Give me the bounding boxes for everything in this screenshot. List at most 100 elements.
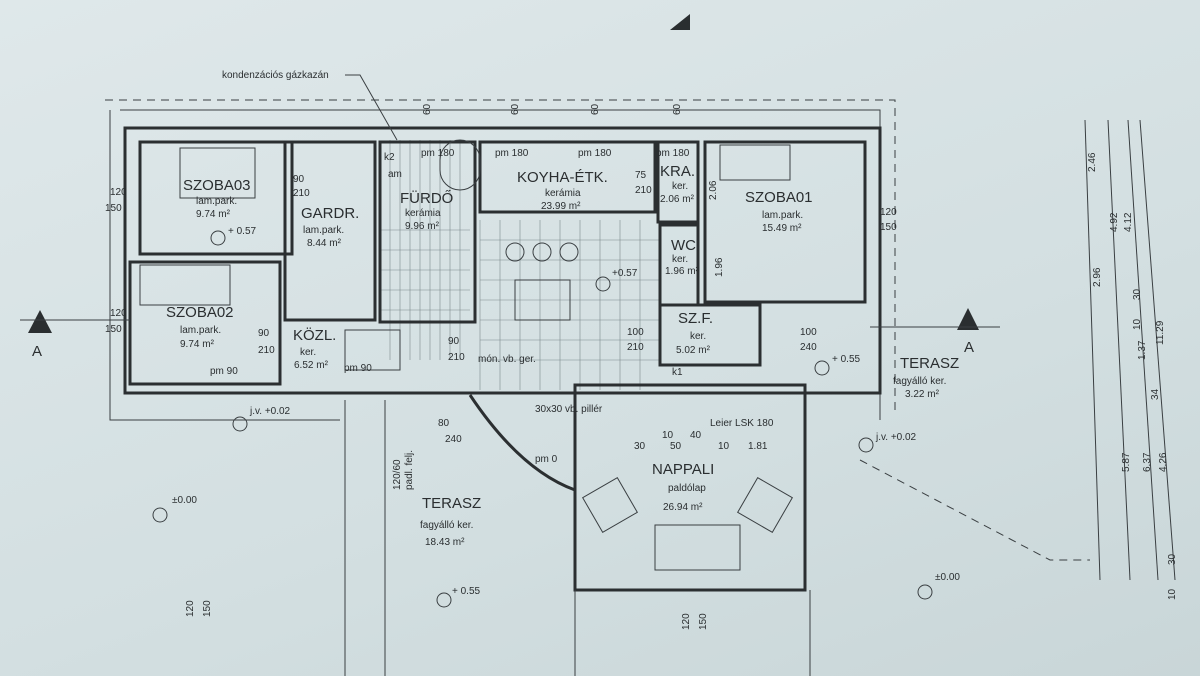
svg-text:210: 210 xyxy=(293,188,310,199)
svg-text:pm 180: pm 180 xyxy=(578,148,612,159)
svg-text:11.29: 11.29 xyxy=(1155,320,1166,345)
svg-text:210: 210 xyxy=(258,345,275,356)
svg-text:60: 60 xyxy=(590,103,601,115)
svg-text:5.02 m²: 5.02 m² xyxy=(676,345,711,356)
svg-text:SZOBA02: SZOBA02 xyxy=(166,304,234,321)
svg-text:18.43 m²: 18.43 m² xyxy=(425,537,465,548)
room-furdo: FÜRDŐ kerámia 9.96 m² xyxy=(400,189,453,232)
note-mon-vb-ger: món. vb. ger. xyxy=(478,354,536,365)
svg-text:pm 180: pm 180 xyxy=(421,148,455,159)
svg-text:120: 120 xyxy=(110,308,127,319)
svg-text:+ 0.55: + 0.55 xyxy=(832,354,861,365)
note-leier: Leier LSK 180 xyxy=(710,418,774,429)
svg-text:j.v. +0.02: j.v. +0.02 xyxy=(875,432,917,443)
svg-text:50: 50 xyxy=(670,441,682,452)
svg-text:210: 210 xyxy=(635,185,652,196)
svg-text:60: 60 xyxy=(422,103,433,115)
svg-text:±0.00: ±0.00 xyxy=(935,572,960,583)
svg-text:150: 150 xyxy=(202,600,213,617)
svg-text:80: 80 xyxy=(438,418,450,429)
svg-text:120: 120 xyxy=(681,613,692,630)
svg-text:40: 40 xyxy=(690,430,702,441)
svg-text:kerámia: kerámia xyxy=(545,188,581,199)
svg-text:5.87: 5.87 xyxy=(1121,452,1132,472)
svg-text:1.96: 1.96 xyxy=(714,257,725,277)
room-szoba01: SZOBA01 lam.park. 15.49 m² xyxy=(745,189,813,234)
svg-text:150: 150 xyxy=(105,324,122,335)
svg-text:90: 90 xyxy=(448,336,460,347)
svg-text:6.52 m²: 6.52 m² xyxy=(294,360,329,371)
svg-text:lam.park.: lam.park. xyxy=(303,225,344,236)
svg-text:150: 150 xyxy=(880,222,897,233)
svg-text:30: 30 xyxy=(634,441,646,452)
svg-text:j.v. +0.02: j.v. +0.02 xyxy=(249,406,291,417)
section-label-right: A xyxy=(964,339,974,356)
svg-text:60: 60 xyxy=(510,103,521,115)
svg-text:2.06: 2.06 xyxy=(708,180,719,200)
label-am: am xyxy=(388,169,402,180)
note-padl-felj: padl. felj. xyxy=(404,450,415,490)
room-kamra: KRA. ker. 2.06 m² xyxy=(660,163,695,205)
svg-text:60: 60 xyxy=(672,103,683,115)
svg-text:240: 240 xyxy=(800,342,817,353)
svg-text:1.81: 1.81 xyxy=(748,441,768,452)
svg-text:15.49 m²: 15.49 m² xyxy=(762,223,802,234)
svg-text:SZOBA03: SZOBA03 xyxy=(183,177,251,194)
furniture xyxy=(139,139,794,571)
svg-text:ker.: ker. xyxy=(672,254,688,265)
svg-text:30: 30 xyxy=(1132,288,1143,300)
svg-text:150: 150 xyxy=(105,203,122,214)
svg-text:ker.: ker. xyxy=(672,181,688,192)
svg-text:pm 90: pm 90 xyxy=(210,366,238,377)
level-markers: + 0.57 +0.57 + 0.55 + 0.55 ±0.00 ±0.00 j… xyxy=(152,226,960,608)
svg-text:1.96 m²: 1.96 m² xyxy=(665,266,700,277)
svg-text:26.94 m²: 26.94 m² xyxy=(663,502,703,513)
svg-text:23.99 m²: 23.99 m² xyxy=(541,201,581,212)
svg-text:pm 180: pm 180 xyxy=(495,148,529,159)
room-kozlekedo: KÖZL. ker. 6.52 m² xyxy=(293,326,336,371)
room-szoba03: SZOBA03 lam.park. 9.74 m² xyxy=(183,177,251,220)
svg-text:lam.park.: lam.park. xyxy=(180,325,221,336)
svg-text:2.46: 2.46 xyxy=(1087,152,1098,172)
svg-text:KRA.: KRA. xyxy=(660,163,695,180)
svg-text:KOYHA-ÉTK.: KOYHA-ÉTK. xyxy=(517,169,608,186)
section-arrow-right xyxy=(957,308,979,330)
svg-text:90: 90 xyxy=(293,174,305,185)
svg-text:2.06 m²: 2.06 m² xyxy=(660,194,695,205)
svg-text:2.96: 2.96 xyxy=(1092,267,1103,287)
svg-text:SZ.F.: SZ.F. xyxy=(678,310,713,327)
room-gardrob: GARDR. lam.park. 8.44 m² xyxy=(301,205,359,249)
svg-text:kerámia: kerámia xyxy=(405,208,441,219)
room-szoba02: SZOBA02 lam.park. 9.74 m² xyxy=(166,304,234,350)
svg-text:210: 210 xyxy=(627,342,644,353)
label-k2: k2 xyxy=(384,152,395,163)
svg-text:lam.park.: lam.park. xyxy=(762,210,803,221)
svg-text:120: 120 xyxy=(110,187,127,198)
svg-text:SZOBA01: SZOBA01 xyxy=(745,189,813,206)
svg-text:4.12: 4.12 xyxy=(1123,212,1134,232)
svg-text:8.44 m²: 8.44 m² xyxy=(307,238,342,249)
svg-text:34: 34 xyxy=(1150,388,1161,400)
note-padl-dim: 120/60 xyxy=(392,459,403,490)
label-k1: k1 xyxy=(672,367,683,378)
svg-text:240: 240 xyxy=(445,434,462,445)
room-wc: WC ker. 1.96 m² xyxy=(665,237,700,277)
svg-text:TERASZ: TERASZ xyxy=(422,495,481,512)
svg-text:+0.57: +0.57 xyxy=(612,268,638,279)
svg-text:9.74 m²: 9.74 m² xyxy=(180,339,215,350)
svg-text:NAPPALI: NAPPALI xyxy=(652,461,714,478)
note-piller: 30x30 vb. pillér xyxy=(535,404,603,415)
svg-text:30: 30 xyxy=(1167,553,1178,565)
svg-text:4.92: 4.92 xyxy=(1109,212,1120,232)
svg-text:10: 10 xyxy=(718,441,730,452)
room-konyha-etkezo: KOYHA-ÉTK. kerámia 23.99 m² xyxy=(517,169,608,212)
svg-text:pm 0: pm 0 xyxy=(535,454,558,465)
svg-text:fagyálló ker.: fagyálló ker. xyxy=(420,520,473,531)
svg-text:pm 90: pm 90 xyxy=(344,363,372,374)
svg-text:lam.park.: lam.park. xyxy=(196,196,237,207)
walls xyxy=(123,126,882,676)
boiler-note: kondenzációs gázkazán xyxy=(222,70,329,81)
svg-text:75: 75 xyxy=(635,170,647,181)
svg-text:10: 10 xyxy=(1132,318,1143,330)
